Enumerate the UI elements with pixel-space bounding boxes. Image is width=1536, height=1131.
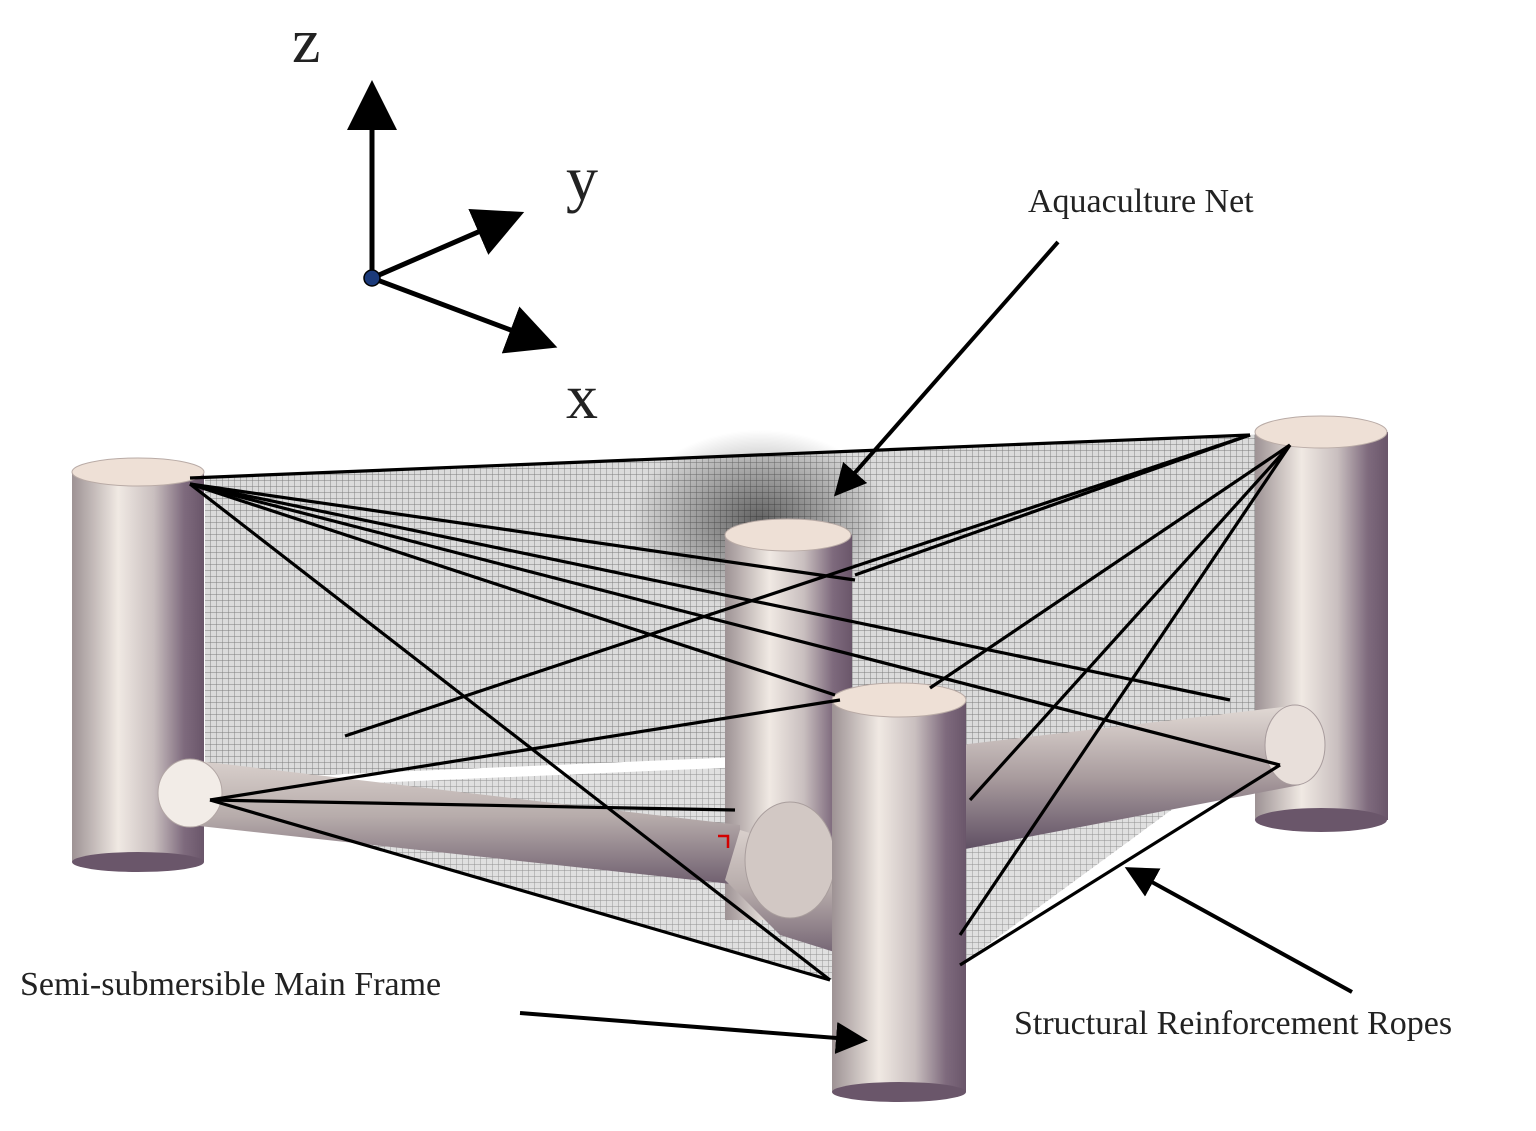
ropes-arrow	[1124, 867, 1353, 994]
reinforcement-ropes	[189, 433, 1292, 982]
y-axis	[371, 208, 525, 281]
callout-arrows	[519, 240, 1353, 1054]
axis-origin	[363, 269, 381, 287]
label-reinforcement-ropes: Structural Reinforcement Ropes	[1014, 1005, 1452, 1042]
coordinate-axes: z y x	[292, 5, 598, 432]
pontoon-left	[190, 760, 740, 885]
x-axis-label: x	[566, 361, 598, 432]
label-aquaculture-net: Aquaculture Net	[1028, 183, 1254, 220]
column-right-top	[1254, 415, 1388, 449]
column-right	[1254, 415, 1388, 832]
column-front-top	[831, 682, 967, 718]
column-front	[831, 682, 967, 1102]
column-middle-top	[724, 518, 852, 552]
pontoon-right	[960, 705, 1300, 850]
red-marker	[718, 834, 730, 848]
y-axis-label: y	[566, 143, 598, 214]
frame-arrow	[519, 1011, 868, 1054]
x-axis	[371, 275, 558, 354]
label-main-frame: Semi-submersible Main Frame	[20, 966, 441, 1003]
net-arrow	[834, 240, 1060, 497]
z-axis-label: z	[292, 5, 320, 76]
column-left-top	[71, 457, 205, 487]
